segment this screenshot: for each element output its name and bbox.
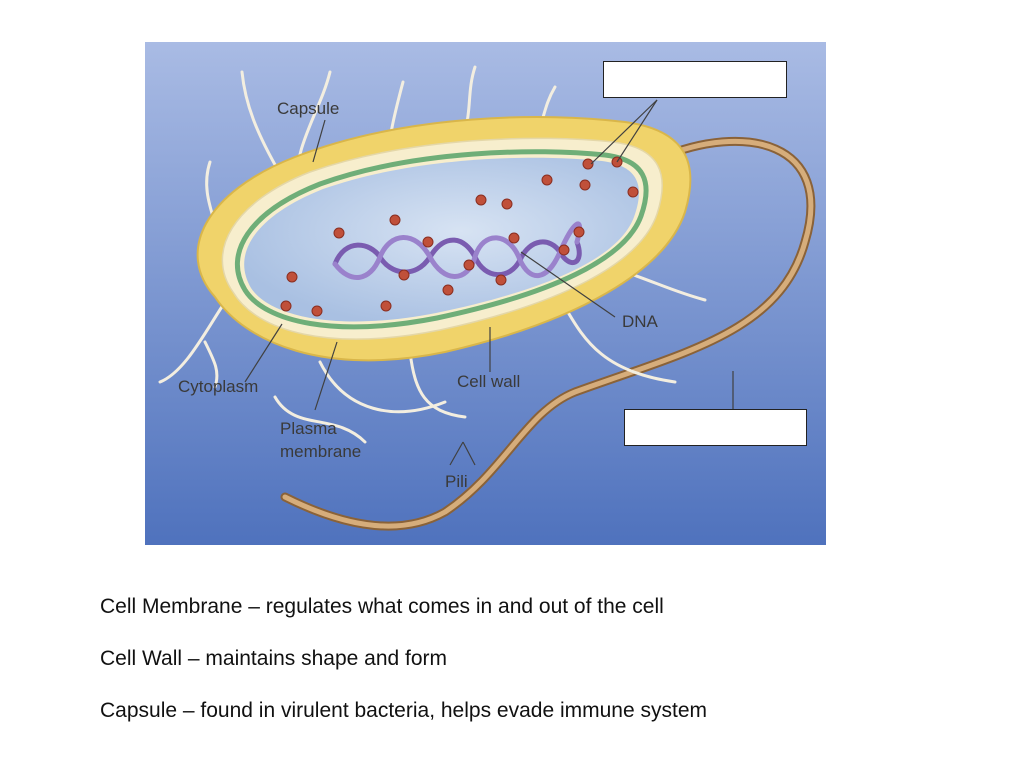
definition-cell-membrane: Cell Membrane – regulates what comes in … (100, 595, 664, 618)
label-pili: Pili (445, 472, 468, 491)
blank-label-box-top[interactable] (603, 61, 787, 98)
ribosomes (280, 156, 639, 317)
definition-capsule: Capsule – found in virulent bacteria, he… (100, 699, 707, 722)
definition-cell-wall: Cell Wall – maintains shape and form (100, 647, 448, 670)
label-dna: DNA (622, 312, 659, 331)
cytoplasm-region (244, 157, 639, 322)
definitions-list: Cell Membrane – regulates what comes in … (100, 590, 1000, 746)
pili (158, 65, 707, 444)
bacterium-diagram: Capsule DNA Cytoplasm Cell wall Plasma m… (145, 42, 826, 545)
leader-lines (244, 99, 734, 466)
label-capsule: Capsule (277, 99, 339, 118)
label-plasma-membrane-2: membrane (280, 442, 361, 461)
label-cell-wall: Cell wall (457, 372, 520, 391)
label-plasma-membrane-1: Plasma (280, 419, 337, 438)
blank-label-box-bottom[interactable] (624, 409, 807, 446)
plasma-membrane-layer (234, 149, 649, 330)
label-cytoplasm: Cytoplasm (178, 377, 258, 396)
